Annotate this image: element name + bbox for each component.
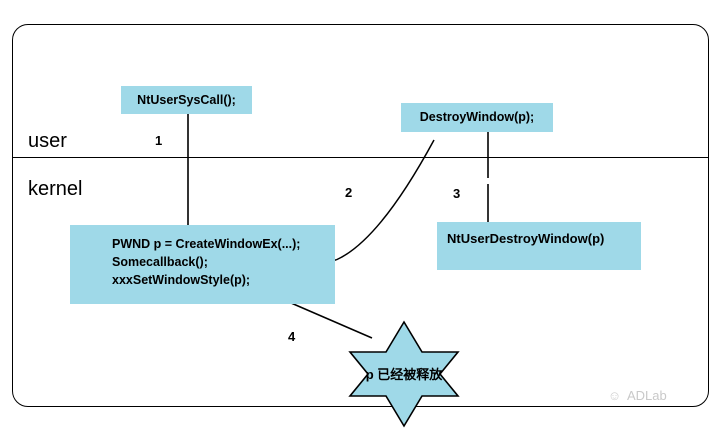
- step-number-3: 3: [453, 186, 461, 201]
- kernel-code-line-3: xxxSetWindowStyle(p);: [112, 273, 251, 288]
- star-callout[interactable]: p 已经被释放: [336, 320, 472, 428]
- box-ntuserdestroywindow[interactable]: NtUserDestroyWindow(p): [437, 222, 641, 270]
- star-callout-text: p 已经被释放: [365, 367, 443, 382]
- box-destroywindow[interactable]: DestroyWindow(p);: [401, 103, 553, 132]
- user-kernel-divider: [13, 157, 709, 158]
- kernel-code-line-2: Somecallback();: [112, 255, 208, 270]
- star-shape: [348, 320, 460, 428]
- zone-label-user: user: [28, 130, 67, 152]
- box-kernel-code[interactable]: PWND p = CreateWindowEx(...); Somecallba…: [70, 225, 335, 304]
- watermark-label: ADLab: [627, 388, 667, 403]
- box-ntusersyscall-label: NtUserSysCall();: [137, 92, 236, 107]
- box-ntusersyscall[interactable]: NtUserSysCall();: [121, 86, 252, 114]
- zone-label-kernel: kernel: [28, 178, 83, 200]
- watermark: ☺ ADLab: [607, 388, 667, 403]
- kernel-code-line-1: PWND p = CreateWindowEx(...);: [112, 237, 301, 251]
- wechat-icon: ☺: [607, 388, 622, 403]
- step-number-2: 2: [345, 185, 353, 200]
- diagram-frame: [12, 24, 709, 407]
- step-number-4: 4: [288, 329, 296, 344]
- step-number-1: 1: [155, 133, 163, 148]
- box-ntuserdestroywindow-label: NtUserDestroyWindow(p): [447, 231, 605, 246]
- box-destroywindow-label: DestroyWindow(p);: [419, 110, 535, 125]
